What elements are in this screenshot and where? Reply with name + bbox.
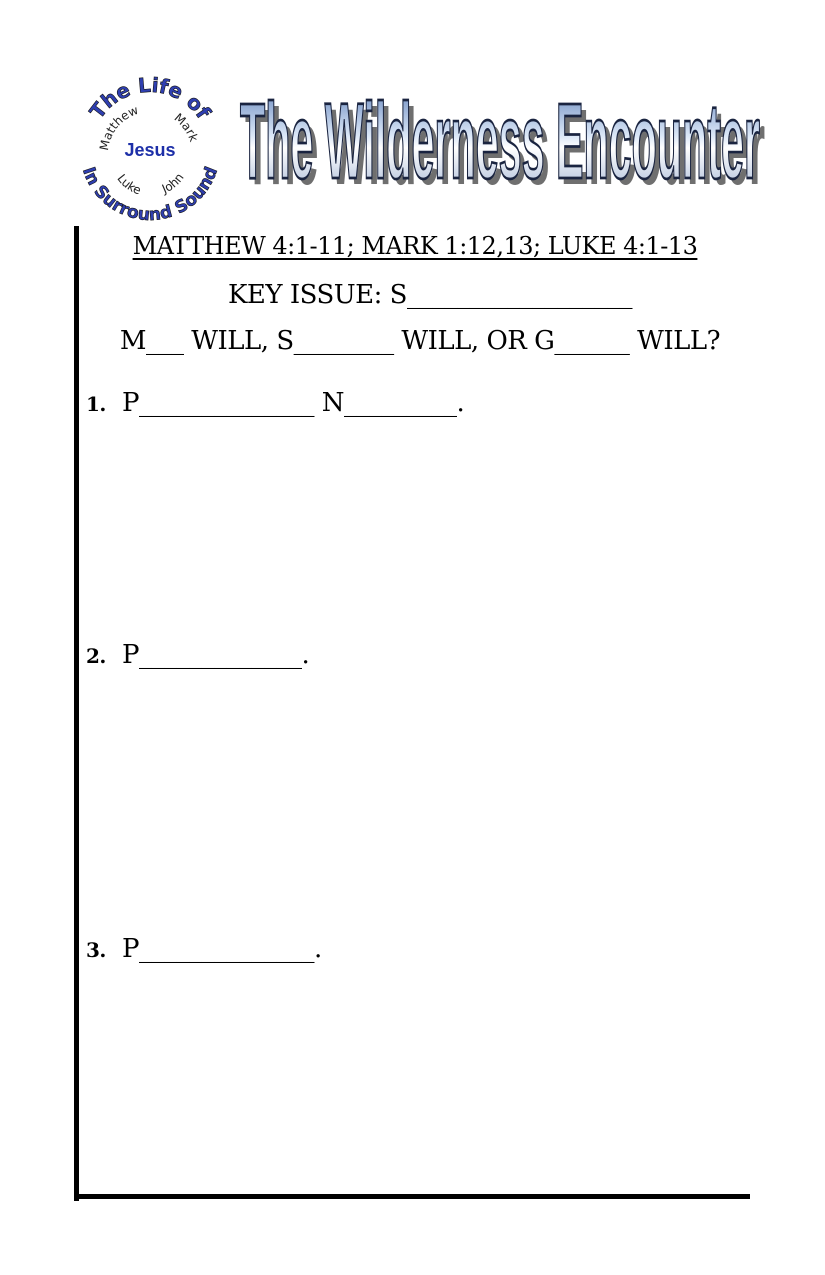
list-item: 3. P______________. — [86, 934, 322, 964]
title-shadow: The Wilderness Encounter — [245, 88, 765, 208]
jesus-logo: The Life of In Surround Sound Matthew Ma… — [78, 72, 223, 225]
item-blank-text: P______________. — [122, 934, 322, 964]
left-border-rule — [74, 226, 79, 1201]
item-number: 3. — [86, 938, 106, 962]
logo-arc-top: The Life of — [84, 72, 216, 123]
page-title: The Wilderness Encounter The Wilderness … — [239, 80, 765, 208]
svg-text:In Surround Sound: In Surround Sound — [78, 164, 222, 225]
will-question: M___ WILL, S________ WILL, OR G______ WI… — [119, 326, 721, 356]
svg-text:The Life of: The Life of — [85, 73, 216, 124]
item-blank-text: P______________ N_________. — [122, 388, 465, 418]
item-blank-text: P_____________. — [122, 640, 310, 670]
list-item: 2. P_____________. — [86, 640, 310, 670]
item-number: 2. — [86, 644, 106, 668]
list-item: 1. P______________ N_________. — [86, 388, 465, 418]
key-issue: KEY ISSUE: S__________________ — [228, 280, 633, 310]
svg-text:Luke: Luke — [114, 172, 143, 198]
svg-text:John: John — [159, 170, 187, 196]
logo-john: John — [159, 170, 187, 196]
logo-center: Jesus — [124, 140, 175, 160]
logo-luke: Luke — [114, 172, 143, 198]
title-text: The Wilderness Encounter — [240, 82, 760, 202]
logo-arc-bottom: In Surround Sound — [78, 164, 223, 226]
bottom-border-rule — [74, 1194, 750, 1199]
item-number: 1. — [86, 392, 106, 416]
scripture-reference: MATTHEW 4:1-11; MARK 1:12,13; LUKE 4:1-1… — [132, 232, 698, 260]
